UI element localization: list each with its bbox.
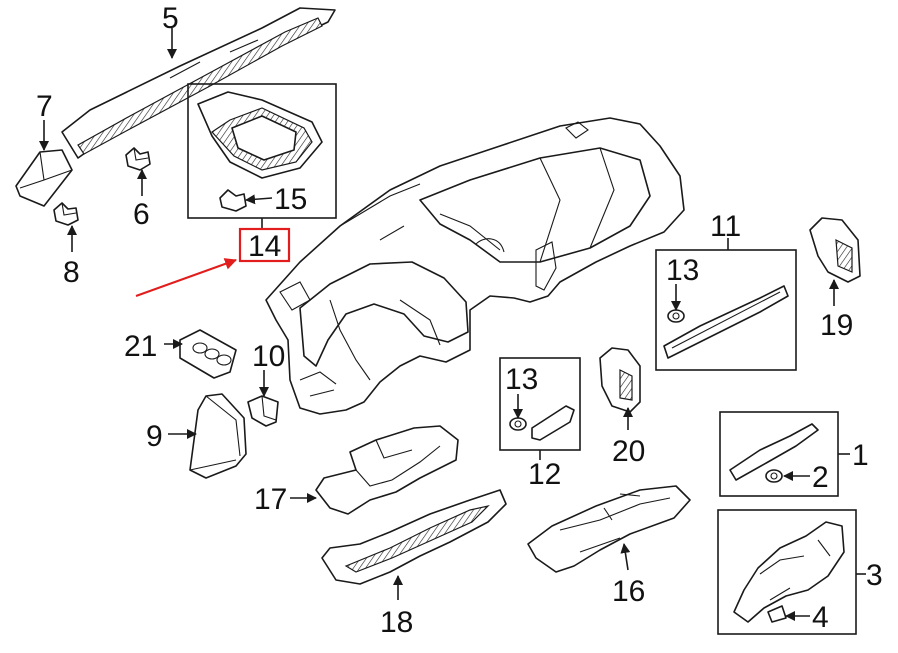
part-6-clip (125, 147, 151, 171)
callout-11: 11 (710, 210, 741, 243)
part-4-clip (767, 605, 787, 623)
callout-10: 10 (252, 340, 285, 373)
leader-lines (39, 28, 839, 621)
callout-1: 1 (852, 439, 869, 472)
part-13-clip-a (509, 417, 527, 431)
part-19-vent (809, 217, 861, 283)
callout-7: 7 (36, 90, 53, 123)
callout-12: 12 (528, 458, 561, 491)
callout-2: 2 (812, 461, 829, 494)
part-5-defroster-panel (61, 7, 336, 159)
part-20-vent (599, 347, 641, 413)
part-14-grille (197, 91, 323, 179)
callout-13a: 13 (505, 363, 538, 396)
part-17-lower-bracket (315, 425, 459, 515)
callout-4: 4 (812, 601, 829, 634)
part-10-bracket (247, 395, 279, 427)
part-21-switch-panel (179, 329, 237, 379)
part-2-clip (765, 469, 783, 483)
part-15-clip (219, 189, 247, 212)
callout-14: 14 (248, 230, 281, 263)
part-16-lower-panel (527, 485, 691, 573)
part-9-end-cap (189, 393, 247, 479)
part-18-reinforcement (321, 489, 507, 585)
callout-19: 19 (820, 309, 853, 342)
callout-18: 18 (380, 606, 413, 639)
part-12-trim-piece (531, 405, 575, 441)
highlight-arrow (135, 258, 237, 297)
callout-15: 15 (274, 183, 307, 216)
part-3-bracket (733, 521, 845, 623)
detail-box-11 (655, 249, 797, 371)
part-8-clip (53, 202, 79, 226)
callout-8: 8 (63, 256, 80, 289)
callout-6: 6 (133, 198, 150, 231)
highlight-box-14 (238, 227, 291, 263)
callout-20: 20 (612, 435, 645, 468)
part-7-side-trim (15, 149, 73, 207)
callout-21: 21 (124, 330, 157, 363)
part-1-trim (729, 423, 819, 481)
callout-9: 9 (146, 420, 163, 453)
instrument-panel-main (265, 117, 685, 415)
callout-16: 16 (612, 575, 645, 608)
callout-17: 17 (254, 483, 287, 516)
part-11-trim-strip (663, 285, 789, 359)
callout-3: 3 (866, 559, 883, 592)
part-13-clip-b (667, 309, 685, 323)
callout-5: 5 (162, 2, 179, 35)
detail-box-3 (717, 509, 857, 635)
callout-13b: 13 (666, 254, 699, 287)
